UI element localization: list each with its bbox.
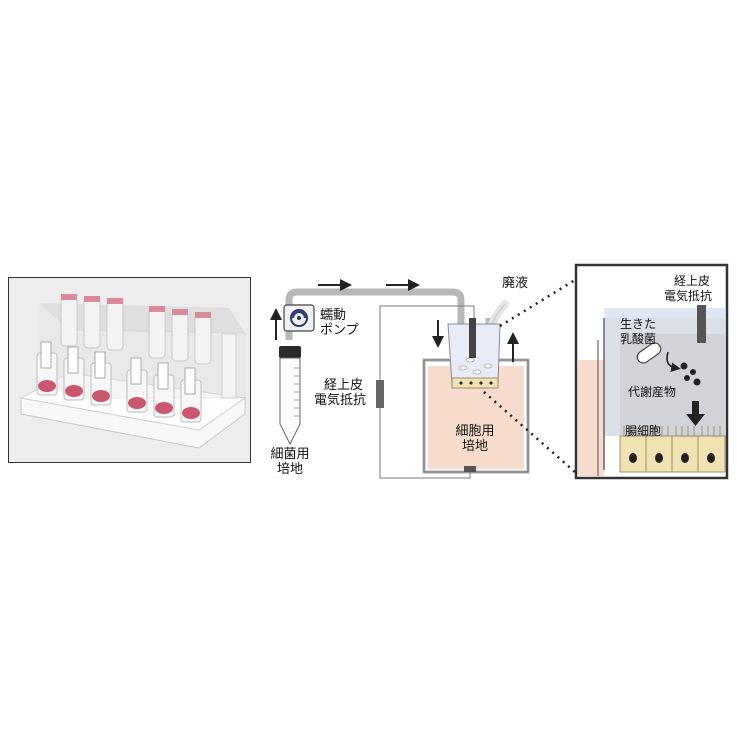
- teer-label-zoom: 経上皮 電気抵抗: [664, 274, 712, 304]
- absorption-arrow-icon: [686, 401, 705, 426]
- zoom-electrode: [697, 305, 706, 343]
- cell-medium-label: 細胞用 培地: [446, 424, 504, 454]
- waste-label: 廃液: [502, 276, 529, 291]
- zoom-lines: [483, 278, 576, 473]
- lactic-bacterium-icon: [636, 342, 662, 364]
- bacterial-medium-tube: [279, 346, 301, 446]
- teer-zoom-line1: 経上皮: [674, 274, 711, 288]
- intestinal-cell-layer: [619, 426, 726, 473]
- device-photo: [8, 277, 251, 463]
- teer-middle-line2: 電気抵抗: [314, 393, 367, 408]
- teer-electrode-resistor: [376, 380, 384, 408]
- live-lactic-line1: 生きた: [620, 317, 657, 331]
- bottle-row-back: [60, 294, 212, 365]
- flow-arrows: [270, 279, 420, 340]
- cell-medium-line2: 培地: [461, 439, 488, 454]
- pump-label-line1: 蠕動: [320, 308, 347, 323]
- bacterial-medium-line2: 培地: [276, 462, 303, 477]
- device-illustration: [9, 278, 250, 462]
- secretion-arrow-icon: [666, 351, 681, 372]
- zoom-panel: [574, 263, 729, 480]
- intestinal-cells-label: 腸細胞: [625, 424, 662, 438]
- bacterial-medium-label: 細菌用 培地: [268, 447, 312, 477]
- teer-middle-line1: 経上皮: [324, 378, 364, 393]
- cell-insert: [447, 318, 501, 389]
- teer-zoom-line2: 電気抵抗: [664, 289, 713, 303]
- metabolite-dots: [680, 362, 701, 386]
- metabolites-label: 代謝産物: [628, 385, 677, 399]
- teer-label-middle: 経上皮 電気抵抗: [314, 378, 366, 408]
- pump-label: 蠕動 ポンプ: [320, 308, 359, 338]
- pump-icon: [283, 304, 315, 332]
- bacterial-medium-line1: 細菌用: [270, 447, 310, 462]
- live-lactic-line2: 乳酸菌: [620, 332, 657, 346]
- live-lactic-bacteria-label: 生きた 乳酸菌: [620, 317, 656, 347]
- pump-label-line2: ポンプ: [320, 323, 359, 338]
- cell-medium-line1: 細胞用: [455, 424, 495, 439]
